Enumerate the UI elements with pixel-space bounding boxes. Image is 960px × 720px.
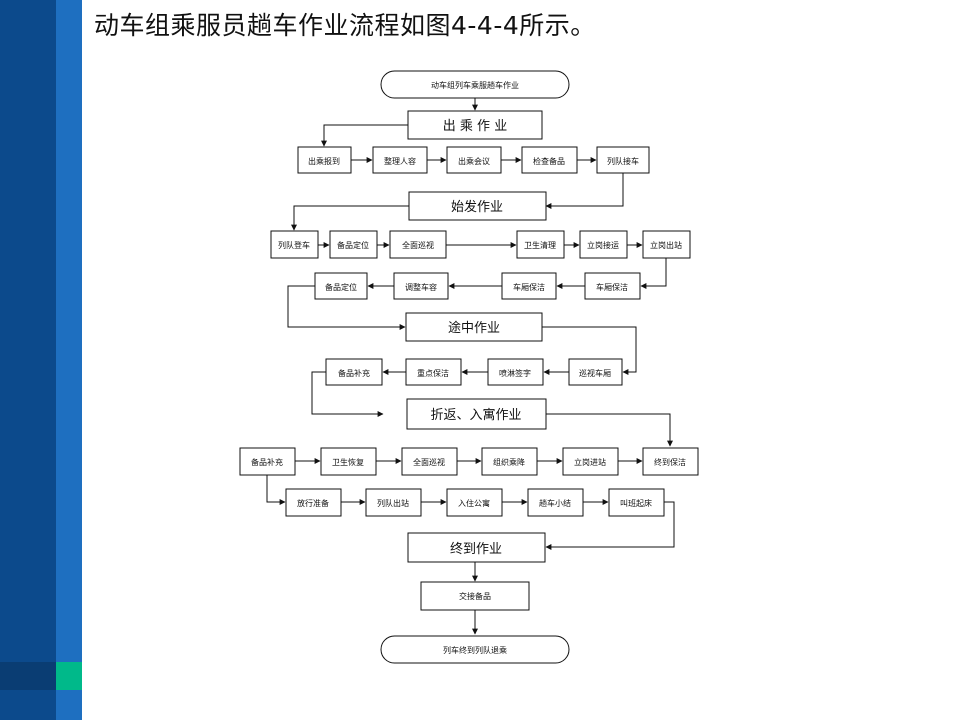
sec4-row2-step-2: 列队出站: [365, 488, 422, 517]
svg-text:出乘会议: 出乘会议: [458, 156, 490, 166]
section-departure: 出 乘 作 业: [407, 110, 543, 140]
svg-text:立岗进站: 立岗进站: [574, 457, 606, 467]
start-terminal: 动车组列车乘服趟车作业: [380, 70, 570, 99]
handover-step: 交接备品: [420, 581, 530, 611]
arrow: [546, 413, 673, 447]
sec4-step-4: 组织乘降: [481, 447, 538, 476]
sidebar-green-block: [56, 662, 82, 690]
svg-text:车厢保洁: 车厢保洁: [596, 282, 628, 292]
svg-text:巡视车厢: 巡视车厢: [579, 368, 611, 378]
end-terminal: 列车终到列队退乘: [380, 635, 570, 664]
section-departure-label: 出 乘 作 业: [443, 119, 507, 134]
arrow: [311, 371, 384, 417]
sec2-row2-step-2: 调整车容: [393, 272, 449, 300]
section-arrival-label: 终到作业: [450, 541, 502, 557]
sec4-row2-step-4: 趟车小结: [527, 488, 584, 517]
sec4-step-6: 终到保洁: [642, 447, 699, 476]
sec4-step-1: 备品补充: [239, 447, 296, 476]
arrow: [287, 285, 406, 330]
svg-text:备品补充: 备品补充: [251, 457, 283, 467]
svg-text:卫生清理: 卫生清理: [524, 240, 556, 250]
svg-text:备品定位: 备品定位: [337, 240, 369, 250]
svg-text:立岗出站: 立岗出站: [650, 240, 682, 250]
sec3-step-1: 备品补充: [325, 358, 383, 386]
sec2-step-4: 卫生清理: [516, 230, 565, 259]
svg-text:调整车容: 调整车容: [405, 282, 437, 292]
sec4-row2-step-3: 入住公寓: [446, 488, 503, 517]
sec2-step-6: 立岗出站: [642, 230, 691, 259]
sec2-row2-step-3: 车厢保洁: [501, 272, 557, 300]
section-arrival: 终到作业: [407, 532, 546, 563]
sec1-step-5: 列队接车: [596, 146, 650, 174]
svg-text:喷淋签字: 喷淋签字: [499, 368, 531, 378]
page-title: 动车组乘服员趟车作业流程如图4-4-4所示。: [94, 11, 596, 40]
svg-text:趟车小结: 趟车小结: [539, 498, 571, 508]
sec4-row2-step-5: 叫班起床: [608, 488, 665, 517]
sec4-step-2: 卫生恢复: [320, 447, 377, 476]
sec1-step-1: 出乘报到: [297, 146, 352, 174]
sec4-step-5: 立岗进站: [562, 447, 619, 476]
svg-text:备品补充: 备品补充: [338, 368, 370, 378]
arrow: [545, 173, 624, 209]
svg-text:终到保洁: 终到保洁: [654, 457, 686, 467]
arrow: [266, 475, 286, 505]
svg-text:全面巡视: 全面巡视: [402, 240, 434, 250]
svg-text:出乘报到: 出乘报到: [308, 156, 340, 166]
sec3-step-2: 重点保洁: [405, 358, 462, 386]
arrow: [545, 501, 675, 550]
svg-text:叫班起床: 叫班起床: [620, 498, 652, 508]
section-origin: 始发作业: [408, 191, 547, 221]
svg-text:重点保洁: 重点保洁: [417, 368, 449, 378]
svg-text:组织乘降: 组织乘降: [493, 457, 525, 467]
svg-text:整理人容: 整理人容: [384, 156, 416, 166]
sec1-step-2: 整理人容: [372, 146, 428, 174]
svg-text:放行准备: 放行准备: [297, 498, 329, 508]
svg-text:备品定位: 备品定位: [325, 282, 357, 292]
sidebar-dark-strip: [0, 0, 56, 720]
sec2-step-2: 备品定位: [329, 230, 378, 259]
sidebar-light-strip: [56, 0, 82, 720]
sec1-step-4: 检查备品: [521, 146, 578, 174]
svg-text:全面巡视: 全面巡视: [413, 457, 445, 467]
svg-text:列队出站: 列队出站: [377, 498, 409, 508]
end-label: 列车终到列队退乘: [443, 645, 507, 655]
arrow: [542, 326, 637, 375]
svg-text:立岗接运: 立岗接运: [587, 240, 619, 250]
section-en-route: 途中作业: [405, 312, 543, 342]
sec2-row2-step-4: 车厢保洁: [584, 272, 641, 300]
section-en-route-label: 途中作业: [448, 320, 500, 336]
sec3-step-3: 喷淋签字: [487, 358, 544, 386]
arrow: [321, 124, 408, 147]
start-label: 动车组列车乘服趟车作业: [431, 80, 519, 90]
svg-text:交接备品: 交接备品: [459, 591, 491, 601]
sec2-step-3: 全面巡视: [389, 230, 447, 259]
svg-text:车厢保洁: 车厢保洁: [513, 282, 545, 292]
sec2-step-1: 列队登车: [270, 230, 319, 259]
sec2-step-5: 立岗接运: [579, 230, 628, 259]
sec1-step-3: 出乘会议: [446, 146, 502, 174]
sec3-step-4: 巡视车厢: [568, 358, 623, 386]
section-origin-label: 始发作业: [451, 199, 503, 215]
sidebar-dark-block: [0, 662, 56, 690]
sec4-row2-step-1: 放行准备: [285, 488, 342, 517]
sec4-step-3: 全面巡视: [401, 447, 458, 476]
svg-text:入住公寓: 入住公寓: [458, 498, 490, 508]
svg-text:检查备品: 检查备品: [533, 156, 565, 166]
sec2-row2-step-1: 备品定位: [314, 272, 368, 300]
svg-text:列队登车: 列队登车: [278, 240, 310, 250]
arrow: [640, 258, 667, 289]
section-turnaround-label: 折返、入寓作业: [430, 407, 521, 423]
svg-text:卫生恢复: 卫生恢复: [332, 457, 364, 467]
section-turnaround: 折返、入寓作业: [406, 398, 547, 430]
arrow: [291, 205, 409, 231]
svg-text:列队接车: 列队接车: [607, 156, 639, 166]
